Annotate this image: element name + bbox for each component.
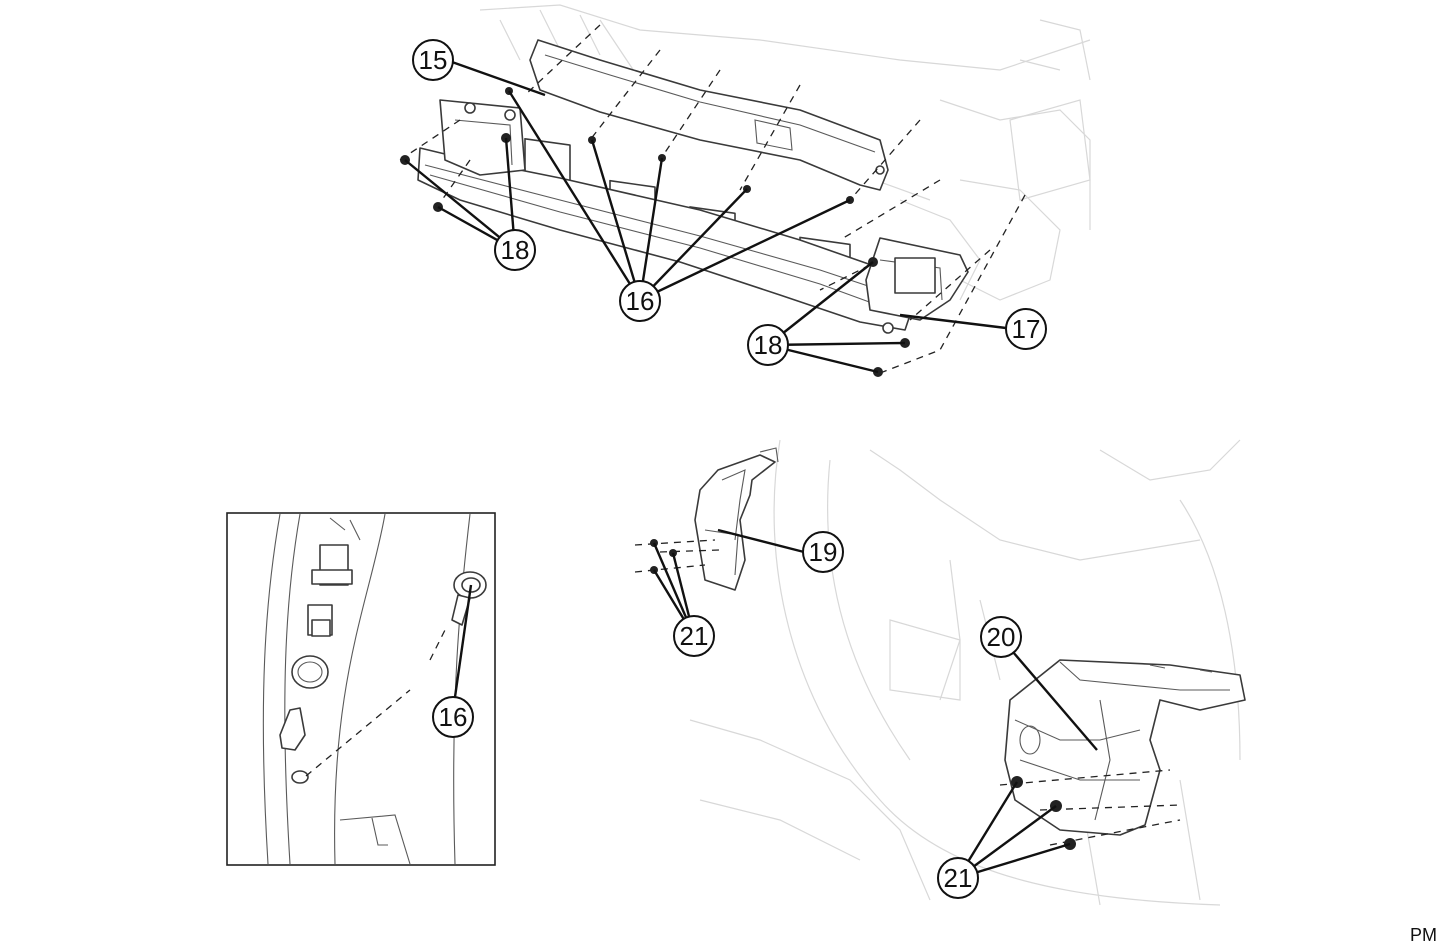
bracket-19-axes	[634, 539, 721, 573]
top-leader-lines	[404, 60, 1007, 374]
svg-text:21: 21	[680, 621, 709, 651]
callout-20: 20	[980, 616, 1022, 658]
bottom-background-vehicle-ghost	[689, 439, 1241, 906]
left-bracket-19	[694, 447, 779, 591]
svg-text:15: 15	[419, 45, 448, 75]
callout-15: 15	[412, 39, 454, 81]
svg-text:20: 20	[987, 622, 1016, 652]
top-assembly-axes	[399, 24, 1026, 376]
bumper-reinforcement-beam	[417, 99, 969, 334]
right-bracket-20	[1004, 659, 1246, 836]
svg-text:17: 17	[1012, 314, 1041, 344]
corner-label: PM	[1410, 925, 1437, 945]
detail-inset	[226, 512, 496, 866]
callout-16-inset: 16	[432, 696, 474, 738]
callout-21-left: 21	[673, 615, 715, 657]
callout-19: 19	[802, 531, 844, 573]
svg-text:16: 16	[439, 702, 468, 732]
svg-text:16: 16	[626, 286, 655, 316]
bracket-20-axes	[999, 769, 1181, 846]
callout-17: 17	[1005, 308, 1047, 350]
svg-text:21: 21	[944, 863, 973, 893]
callout-16-top: 16	[619, 280, 661, 322]
svg-text:18: 18	[501, 235, 530, 265]
callout-21-right: 21	[937, 857, 979, 899]
callout-18-right: 18	[747, 324, 789, 366]
svg-text:19: 19	[809, 537, 838, 567]
svg-text:18: 18	[754, 330, 783, 360]
callout-18-left: 18	[494, 229, 536, 271]
